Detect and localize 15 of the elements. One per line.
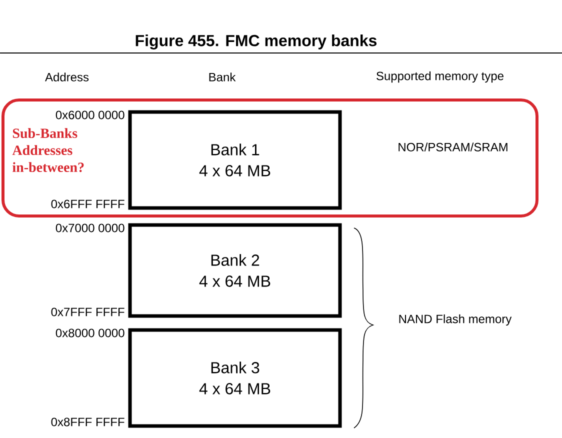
column-header: Bank [209, 72, 236, 82]
figure-title: Figure 455. FMC memory banks [136, 34, 377, 50]
address-label: 0x8000 0000 [56, 328, 124, 338]
address-label: 0x6FFF FFFF [51, 200, 124, 208]
bank-box: Bank 1 4 x 64 MB [128, 110, 342, 210]
address-label: 0x7FFF FFFF [51, 308, 124, 316]
bank-box: Bank 3 4 x 64 MB [128, 328, 342, 428]
memory-type-label: NOR/PSRAM/SRAM [398, 142, 508, 152]
bank-box: Bank 2 4 x 64 MB [128, 223, 342, 318]
column-header: Address [45, 72, 89, 82]
address-label: 0x6000 0000 [56, 110, 124, 120]
address-label: 0x7000 0000 [56, 224, 124, 232]
address-label: 0x8FFF FFFF [51, 418, 124, 426]
column-header: Supported memory type [376, 71, 504, 83]
memory-type-label: NAND Flash memory [399, 314, 512, 326]
